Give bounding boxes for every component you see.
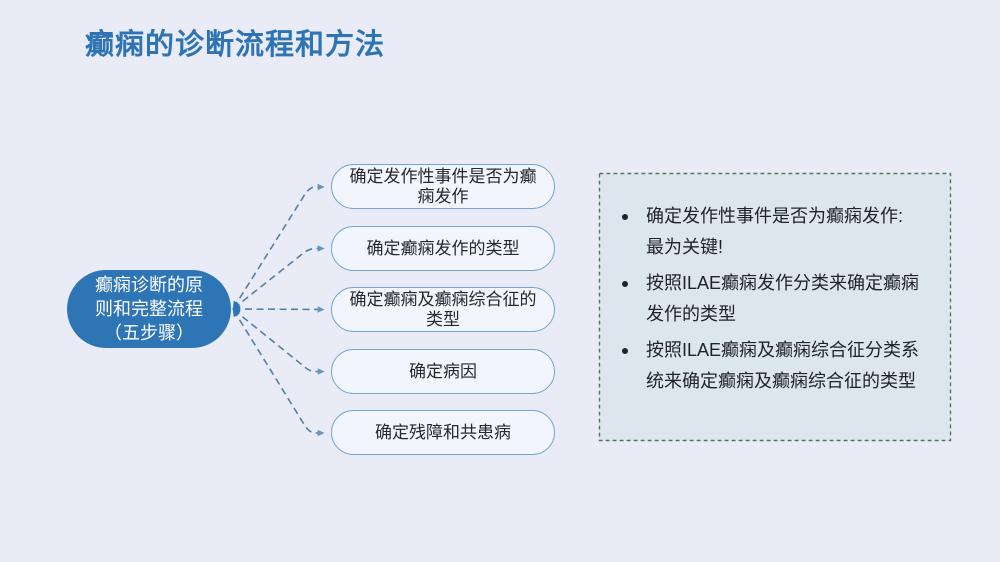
flow-step-box-5[interactable]: 确定残障和共患病 (331, 410, 555, 455)
flow-root-label: 癫痫诊断的原 则和完整流程 （五步骤） (95, 275, 203, 343)
flow-step-box-1[interactable]: 确定发作性事件是否为癫 痫发作 (331, 164, 555, 209)
note-item-2: 按照ILAE癫痫发作分类来确定癫痫 发作的类型 (621, 268, 935, 330)
flow-step-box-4[interactable]: 确定病因 (331, 349, 555, 394)
flow-root-node[interactable]: 癫痫诊断的原 则和完整流程 （五步骤） (67, 270, 231, 348)
bullet-dot (621, 335, 646, 397)
flow-step-label: 确定发作性事件是否为癫 痫发作 (349, 166, 537, 206)
flow-step-label: 确定残障和共患病 (375, 422, 511, 442)
note-item-1: 确定发作性事件是否为癫痫发作: 最为关键! (621, 201, 935, 263)
connector-4 (232, 308, 325, 375)
bullet-dot (621, 268, 646, 330)
note-item-3: 按照ILAE癫痫及癫痫综合征分类系 统来确定癫痫及癫痫综合征的类型 (621, 335, 935, 397)
connector-2 (232, 245, 325, 310)
notes-panel: 确定发作性事件是否为癫痫发作: 最为关键! 按照ILAE癫痫发作分类来确定癫痫 … (599, 173, 951, 441)
note-text: 按照ILAE癫痫及癫痫综合征分类系 统来确定癫痫及癫痫综合征的类型 (646, 340, 920, 391)
flow-step-label: 确定癫痫及癫痫综合征的 类型 (349, 289, 537, 329)
connector-1 (232, 183, 325, 310)
flow-step-box-3[interactable]: 确定癫痫及癫痫综合征的 类型 (331, 287, 555, 332)
flow-step-label: 确定病因 (409, 361, 477, 381)
note-text: 确定发作性事件是否为癫痫发作: 最为关键! (646, 206, 903, 257)
flow-step-label: 确定癫痫发作的类型 (366, 238, 520, 258)
flow-step-box-2[interactable]: 确定癫痫发作的类型 (331, 226, 555, 271)
connector-3 (232, 305, 325, 313)
slide-title: 癫痫的诊断流程和方法 (85, 29, 386, 61)
connector-5 (232, 308, 325, 437)
bullet-dot (621, 201, 646, 263)
connectors (232, 183, 325, 437)
note-text: 按照ILAE癫痫发作分类来确定癫痫 发作的类型 (646, 273, 920, 324)
